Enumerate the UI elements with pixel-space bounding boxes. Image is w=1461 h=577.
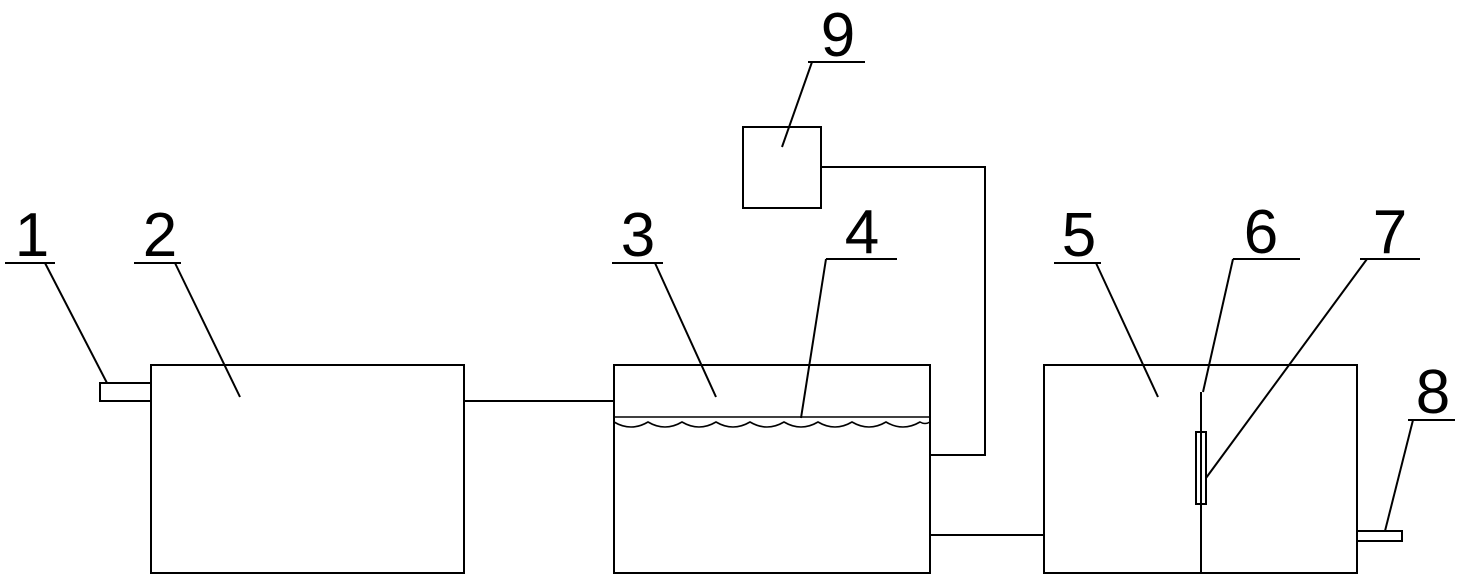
label-1: 1 — [15, 201, 49, 270]
leader-9 — [781, 61, 813, 148]
label-3: 3 — [621, 201, 655, 270]
tank-2 — [150, 364, 465, 574]
label-8: 8 — [1416, 358, 1450, 427]
label-4: 4 — [845, 198, 879, 267]
membrane-4-wave — [613, 421, 931, 428]
leader-3 — [654, 262, 717, 398]
connection-9-3 — [821, 166, 986, 456]
leader-7 — [1205, 258, 1368, 479]
control-box-9 — [742, 126, 822, 209]
inlet-pipe — [99, 382, 152, 402]
leader-2 — [174, 262, 241, 398]
outlet-pipe-8 — [1356, 530, 1403, 542]
leader-6 — [1202, 258, 1234, 393]
element-7 — [1195, 431, 1207, 505]
label-6: 6 — [1244, 198, 1278, 267]
label-9: 9 — [821, 1, 855, 70]
leader-1 — [44, 262, 108, 384]
leader-5 — [1095, 262, 1159, 398]
label-5: 5 — [1062, 201, 1096, 270]
tank-3 — [613, 364, 931, 574]
leader-8 — [1384, 419, 1414, 532]
label-7: 7 — [1373, 198, 1407, 267]
label-2: 2 — [143, 201, 177, 270]
leader-4 — [800, 258, 827, 419]
